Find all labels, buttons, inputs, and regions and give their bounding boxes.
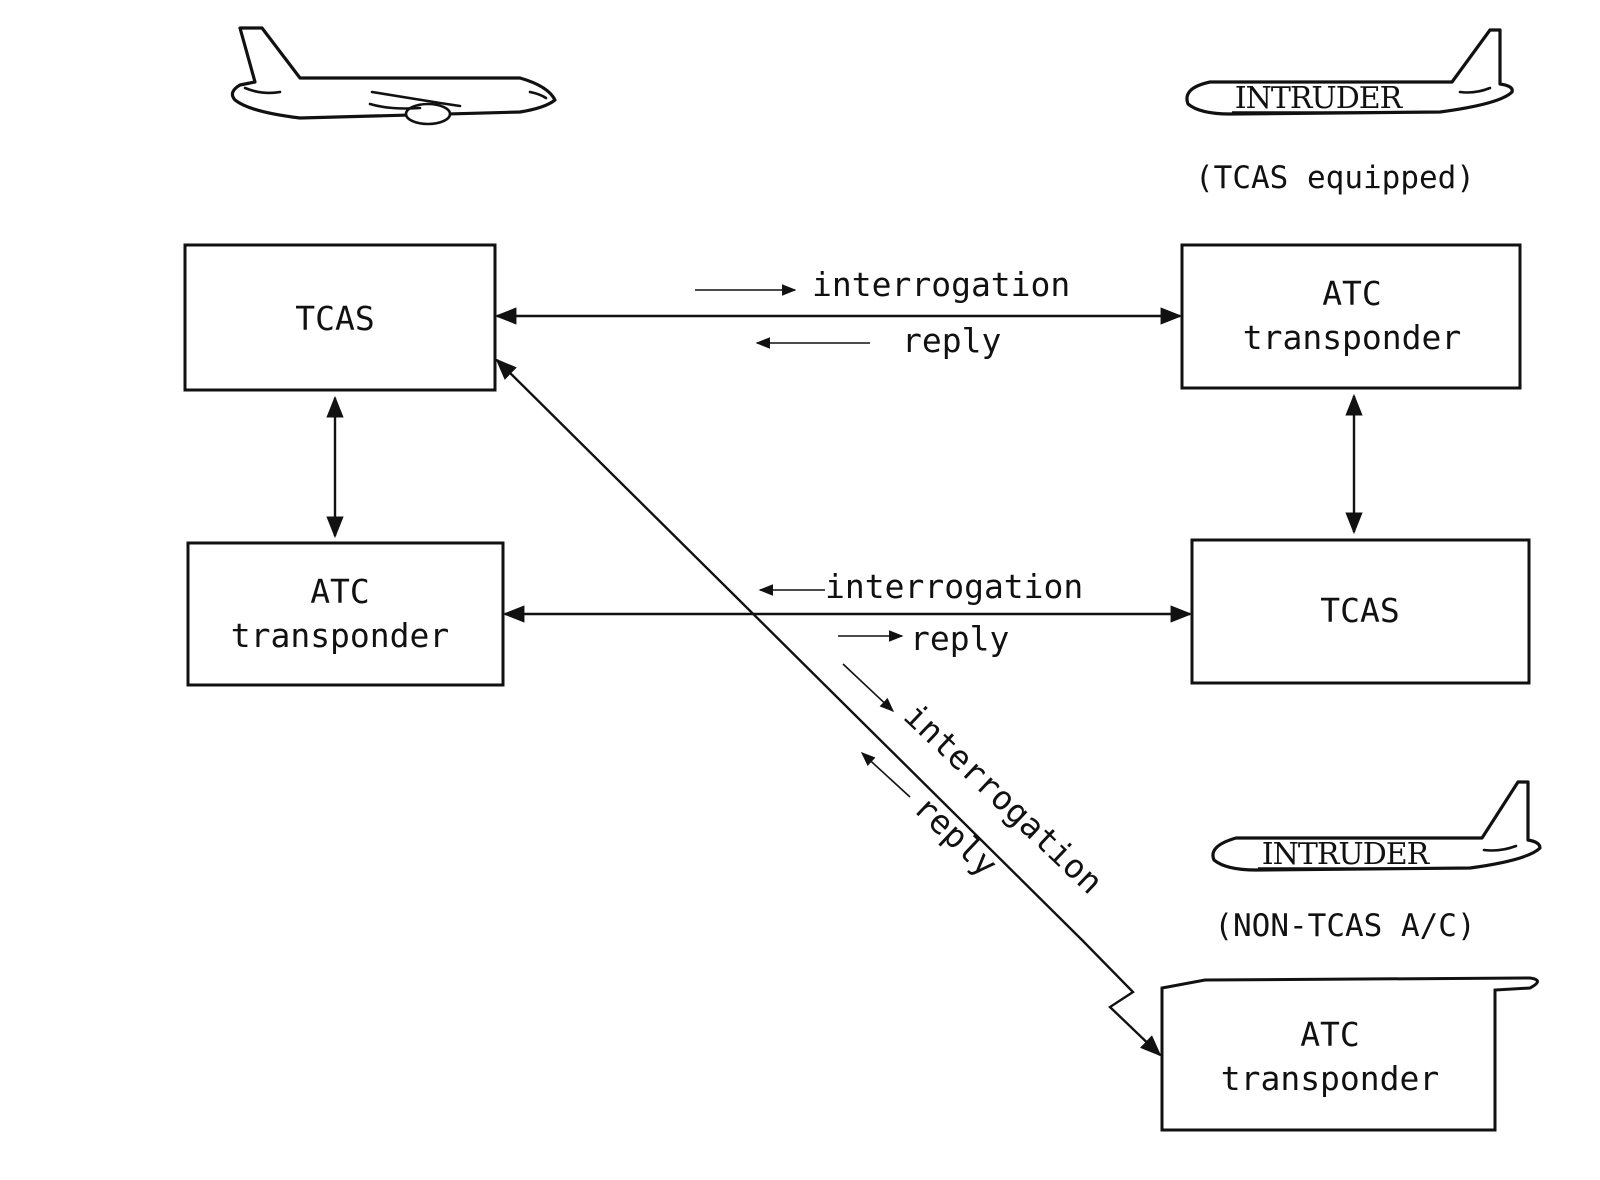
own-aircraft-icon	[230, 26, 557, 126]
own-transponder-label-line1: ATC	[310, 572, 370, 611]
intruder-tcas-plane-label: INTRUDER	[1235, 81, 1404, 116]
intruder-non-tcas-aircraft-icon: INTRUDER	[1211, 780, 1542, 872]
intruder-tcas-transponder-label-line1: ATC	[1322, 274, 1382, 313]
own-transponder-box: ATC transponder	[186, 541, 505, 687]
top-interrogation-label: interrogation	[812, 265, 1070, 304]
intruder-tcas-transponder-box: ATC transponder	[1180, 243, 1522, 390]
intruder-non-tcas-plane-label: INTRUDER	[1262, 837, 1431, 872]
middle-interrogation-label: interrogation	[825, 567, 1083, 606]
non-tcas-transponder-box: ATC transponder	[1160, 976, 1539, 1132]
middle-link: interrogation reply	[502, 567, 1193, 658]
diagonal-interrogation-arrow	[842, 663, 895, 712]
own-tcas-box: TCAS	[183, 243, 497, 392]
intruder-tcas-caption: (TCAS equipped)	[1195, 160, 1475, 196]
intruder-tcas-box: TCAS	[1190, 538, 1531, 685]
non-tcas-transponder-label-line1: ATC	[1300, 1015, 1360, 1054]
top-reply-label: reply	[902, 321, 1001, 360]
diagonal-reply-arrow	[860, 752, 911, 798]
intruder-tcas-aircraft-icon: INTRUDER	[1185, 28, 1514, 116]
top-link: interrogation reply	[494, 265, 1183, 360]
middle-reply-label: reply	[910, 619, 1009, 658]
non-tcas-transponder-label-line2: transponder	[1221, 1059, 1440, 1098]
intruder-tcas-label: TCAS	[1320, 591, 1399, 630]
own-tcas-label: TCAS	[295, 299, 374, 338]
intruder-tcas-transponder-label-line2: transponder	[1243, 318, 1462, 357]
own-transponder-label-line2: transponder	[231, 616, 450, 655]
diagonal-link: interrogation reply	[495, 358, 1162, 1057]
intruder-non-tcas-caption: (NON-TCAS A/C)	[1214, 908, 1475, 944]
